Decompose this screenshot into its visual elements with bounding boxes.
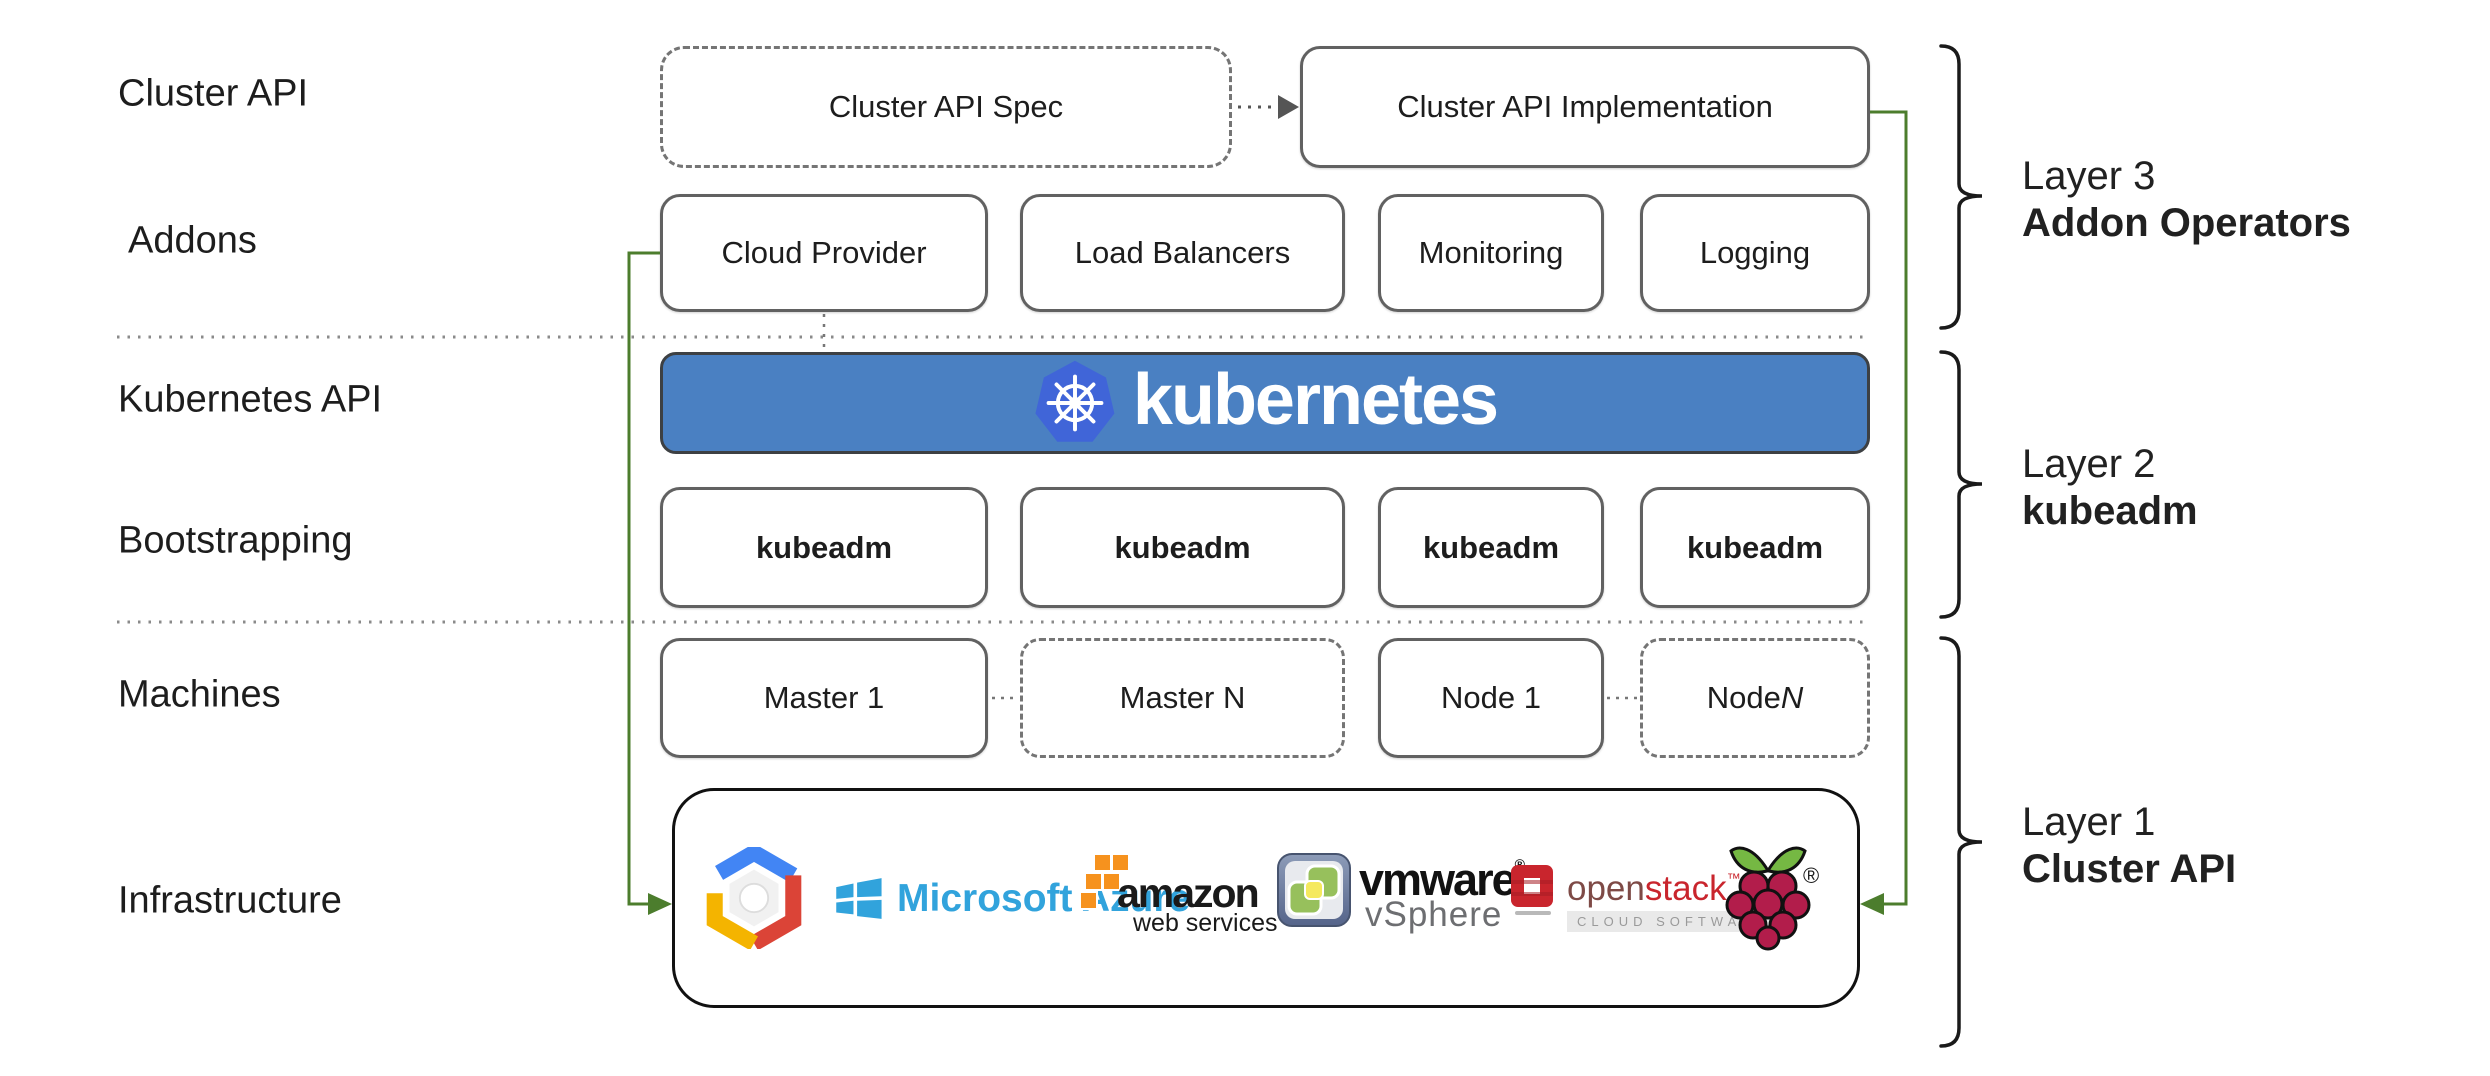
box-label-italic: N xyxy=(1780,680,1804,715)
row-label-infrastructure: Infrastructure xyxy=(118,879,342,922)
layer-1-subtitle: Cluster API xyxy=(2022,847,2237,891)
brace-layer-2 xyxy=(1939,350,1983,619)
box-kubeadm-1: kubeadm xyxy=(660,487,988,608)
box-label: Logging xyxy=(1699,235,1811,270)
box-label: Node xyxy=(1706,680,1781,715)
layer-2-title: Layer 2 xyxy=(2022,442,2156,486)
azure-window-icon xyxy=(836,878,882,919)
raspberry-pi-icon xyxy=(1725,846,1811,951)
box-label: Node 1 xyxy=(1441,680,1541,715)
box-kubeadm-3: kubeadm xyxy=(1378,487,1604,608)
kubernetes-banner: kubernetes xyxy=(660,352,1870,454)
box-kubeadm-4: kubeadm xyxy=(1640,487,1870,608)
green-arrowhead-left xyxy=(648,893,672,915)
box-cloud-provider: Cloud Provider xyxy=(660,194,988,312)
box-cluster-api-spec: Cluster API Spec xyxy=(660,46,1232,168)
vmware-wordmark: vmware® xyxy=(1359,854,1525,905)
trademark: ™ xyxy=(1726,870,1741,886)
layer-3-subtitle: Addon Operators xyxy=(2022,201,2351,245)
layer-1-title: Layer 1 xyxy=(2022,800,2156,844)
box-node-n: Node N xyxy=(1640,638,1870,758)
box-label: kubeadm xyxy=(1422,529,1560,565)
box-label: Master 1 xyxy=(763,680,885,715)
green-arrowhead-right xyxy=(1860,893,1884,915)
box-kubeadm-2: kubeadm xyxy=(1020,487,1345,608)
layer-3-title: Layer 3 xyxy=(2022,154,2156,198)
google-cloud-icon xyxy=(706,847,802,949)
box-node-1: Node 1 xyxy=(1378,638,1604,758)
kubernetes-wordmark: kubernetes xyxy=(1132,360,1499,440)
box-master-n: Master N xyxy=(1020,638,1345,758)
kubernetes-helm-icon xyxy=(1035,360,1115,442)
box-label: Cluster API Implementation xyxy=(1397,89,1773,124)
green-connector-right xyxy=(1870,110,1908,906)
layer-2-subtitle: kubeadm xyxy=(2022,489,2198,533)
box-label: Monitoring xyxy=(1418,235,1564,270)
box-label: Cloud Provider xyxy=(721,235,927,270)
box-label: kubeadm xyxy=(1114,529,1251,565)
brace-layer-1 xyxy=(1939,636,1983,1048)
row-label-addons: Addons xyxy=(128,219,257,262)
openstack-icon xyxy=(1511,865,1553,915)
box-label: Cluster API Spec xyxy=(828,89,1064,124)
arrow-spec-to-implementation xyxy=(1238,95,1299,119)
aws-cubes-icon xyxy=(1079,853,1130,910)
openstack-wordmark: openstack™ xyxy=(1567,869,1741,908)
box-monitoring: Monitoring xyxy=(1378,194,1604,312)
aws-wordmark: amazon xyxy=(1117,870,1260,916)
layer-1-label: Layer 1 Cluster API xyxy=(2022,799,2236,893)
vmware-icon xyxy=(1277,853,1351,927)
registered-mark: ® xyxy=(1514,856,1525,872)
box-label: Load Balancers xyxy=(1074,235,1291,270)
aws-subtext: web services xyxy=(1133,909,1278,937)
box-label: kubeadm xyxy=(1686,529,1824,565)
box-load-balancers: Load Balancers xyxy=(1020,194,1345,312)
vsphere-wordmark: vSphere xyxy=(1365,895,1503,934)
layer-3-label: Layer 3 Addon Operators xyxy=(2022,153,2351,247)
registered-mark: ® xyxy=(1803,863,1820,888)
brace-layer-3 xyxy=(1939,44,1983,330)
box-label: kubeadm xyxy=(755,529,893,565)
row-label-machines: Machines xyxy=(118,673,281,716)
row-label-kubernetes-api: Kubernetes API xyxy=(118,378,383,421)
row-label-bootstrapping: Bootstrapping xyxy=(118,519,353,562)
box-label: Master N xyxy=(1119,680,1246,715)
box-logging: Logging xyxy=(1640,194,1870,312)
infrastructure-box: Microsoft Azure amazon web services xyxy=(672,788,1860,1008)
green-connector-left xyxy=(627,251,660,906)
azure-wordmark: Microsoft Azure xyxy=(897,877,1191,920)
box-master-1: Master 1 xyxy=(660,638,988,758)
row-label-cluster-api: Cluster API xyxy=(118,72,309,115)
openstack-subtext: CLOUD SOFTWARE xyxy=(1567,911,1780,932)
box-cluster-api-implementation: Cluster API Implementation xyxy=(1300,46,1870,168)
layer-2-label: Layer 2 kubeadm xyxy=(2022,441,2198,535)
